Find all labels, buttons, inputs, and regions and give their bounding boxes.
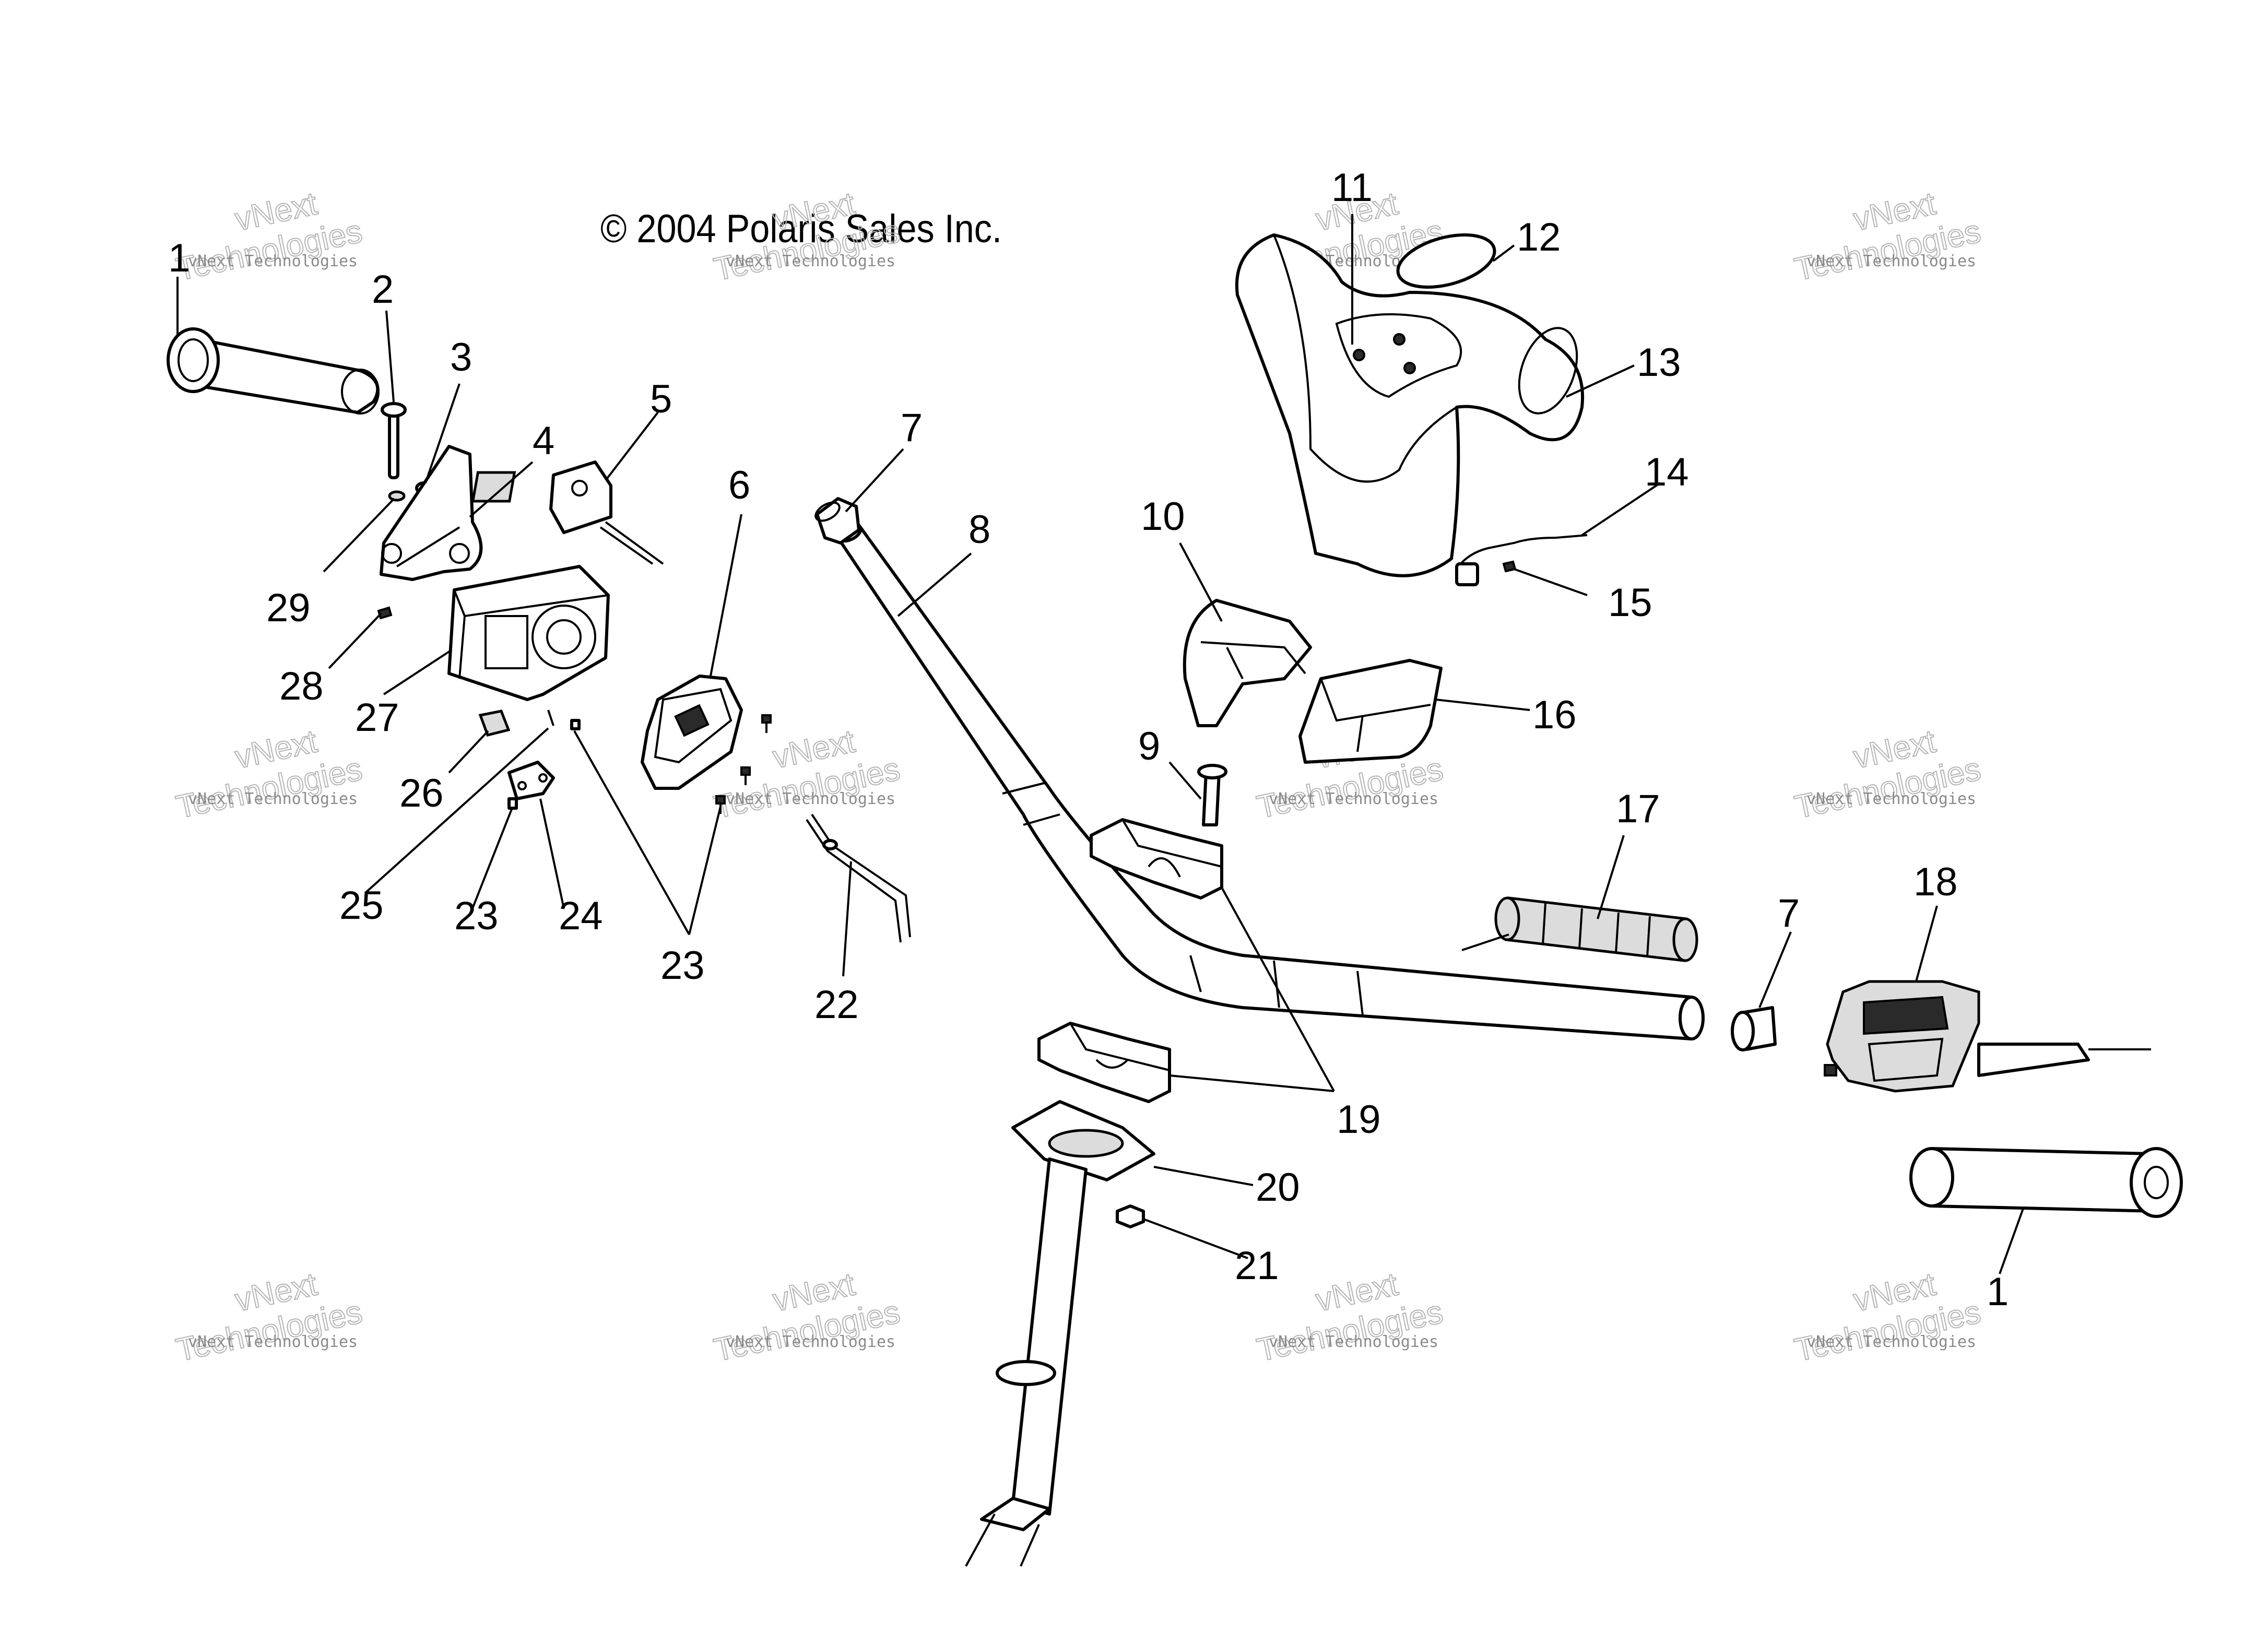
pin-part-25 [547,709,554,726]
callout-10: 10 [1141,494,1185,539]
callout-23: 23 [660,943,705,988]
clamp-upper-part-19 [1090,818,1223,900]
handlebar-pod-part-13 [1235,233,1585,577]
callout-19: 19 [1337,1097,1381,1142]
callout-26: 26 [399,771,444,815]
watermark-small: vNext Technologies [188,790,358,808]
callout-3: 3 [450,335,472,380]
copyright-notice: © 2004 Polaris Sales Inc. [600,207,1002,251]
callout-18: 18 [1913,860,1958,904]
watermark: Technologies vNext vNext Technologies [710,1265,903,1369]
callout-16: 16 [1532,693,1577,737]
watermark-small: vNext Technologies [1806,1333,1976,1351]
callout-7-right: 7 [1778,891,1800,936]
callout-8: 8 [968,507,990,552]
watermark-small: vNext Technologies [726,790,895,808]
callout-labels: 1 2 3 4 5 6 7 8 9 10 11 12 13 14 15 16 1… [168,165,2009,1314]
callout-1-right: 1 [1987,1270,2009,1314]
cap-part-26 [478,709,511,737]
callout-2: 2 [372,267,394,312]
callout-23-b: 23 [454,894,499,938]
steering-post-part-20 [965,1100,1155,1567]
callout-28: 28 [279,664,324,708]
left-grip [167,327,380,415]
lens-part-12 [1396,233,1496,289]
callout-6: 6 [728,463,750,507]
watermark: Technologies vNext vNext Technologies [710,185,903,288]
callout-12: 12 [1517,215,1561,259]
callout-25: 25 [339,883,384,928]
screw-part-2 [381,402,407,479]
watermark-small: vNext Technologies [726,252,895,270]
throttle-housing-part-27 [447,565,610,701]
callout-9: 9 [1138,724,1160,768]
callout-29: 29 [266,586,311,630]
grip-heater-part-17 [1461,896,1698,962]
screw-part-23 [507,719,581,810]
callout-21: 21 [1235,1244,1279,1288]
callout-27: 27 [355,695,399,740]
wire-part-14 [1455,534,1588,586]
cable-part-22 [806,813,911,943]
callout-24: 24 [559,894,603,938]
end-plug-part-7-right [1731,1006,1777,1051]
watermark: Technologies vNext vNext Technologies [172,185,365,288]
callout-13: 13 [1637,340,1681,385]
callout-20: 20 [1256,1165,1300,1210]
callout-17: 17 [1616,787,1660,831]
bracket-part-4 [380,445,483,581]
callout-14: 14 [1645,450,1689,494]
cover-part-16 [1298,659,1443,764]
watermark: Technologies vNext vNext Technologies [1791,723,1984,826]
callout-4: 4 [533,419,554,463]
watermark: Technologies vNext vNext Technologies [172,723,365,826]
watermark-small: vNext Technologies [1269,1333,1438,1351]
callout-7: 7 [901,406,923,450]
screw-part-15 [1502,560,1517,573]
cover-part-10 [1183,599,1312,727]
switch-housing-part-6 [641,675,743,790]
control-assembly-part-18 [1824,980,2151,1093]
handlebar-part-8 [835,522,1705,1040]
callout-22: 22 [814,983,859,1027]
watermark: Technologies vNext vNext Technologies [1791,1265,1984,1369]
leader-lines [176,214,2024,1274]
callout-15: 15 [1608,581,1652,625]
watermark-small: vNext Technologies [1806,790,1976,808]
right-grip [1909,1147,2183,1218]
watermark-small: vNext Technologies [188,1333,358,1351]
watermark-small: vNext Technologies [1806,252,1976,270]
watermark-small: vNext Technologies [1269,790,1438,808]
nut-part-21 [1116,1204,1145,1228]
connector-part-5 [471,460,664,565]
callout-11: 11 [1331,165,1373,210]
bolt-part-9 [1197,764,1227,826]
plate-part-24 [507,761,555,800]
watermark-small: vNext Technologies [188,252,358,270]
callout-1: 1 [168,236,190,280]
watermark-small: vNext Technologies [726,1333,895,1351]
watermark: Technologies vNext vNext Technologies [1791,185,1984,288]
washer-part-29 [388,490,406,502]
screw-group-23 [715,714,772,814]
callout-5: 5 [650,377,672,421]
clamp-lower-part-19 [1037,1022,1171,1103]
watermark: Technologies vNext vNext Technologies [172,1265,365,1369]
